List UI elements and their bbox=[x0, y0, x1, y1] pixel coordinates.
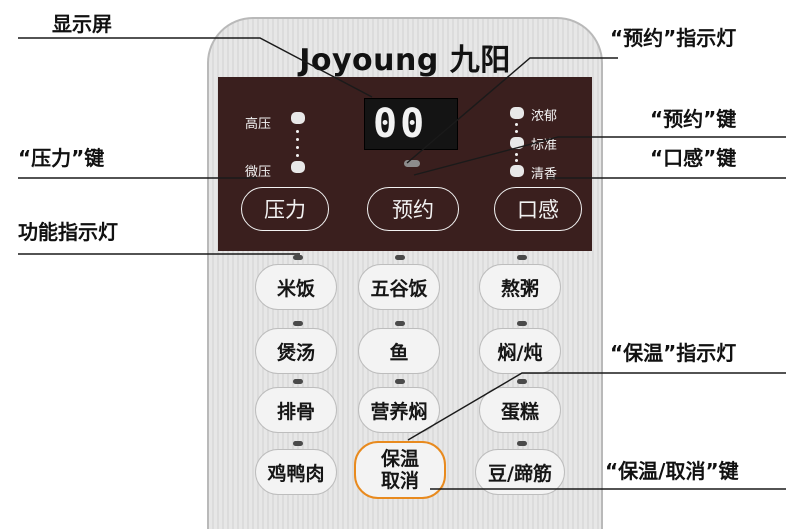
pressure-low-indicator bbox=[291, 161, 305, 173]
taste-button[interactable]: 口感 bbox=[494, 187, 582, 231]
function-button-beans-tendon[interactable]: 豆/蹄筋 bbox=[475, 449, 565, 495]
function-indicator bbox=[293, 379, 303, 384]
function-button-cake[interactable]: 蛋糕 bbox=[479, 387, 561, 433]
dark-control-area: 高压 微压 00 浓郁 标准 清香 压力 预约 口感 bbox=[218, 77, 592, 251]
cancel-label: 取消 bbox=[380, 470, 419, 492]
function-button-ribs[interactable]: 排骨 bbox=[255, 387, 337, 433]
function-indicator bbox=[517, 321, 527, 326]
control-panel: Joyoung 九阳 高压 微压 00 浓郁 标准 清香 压力 预约 口感 bbox=[207, 17, 603, 529]
brand-logo: Joyoung 九阳 bbox=[299, 43, 511, 78]
keep-warm-label: 保温 bbox=[380, 448, 419, 470]
function-indicator bbox=[395, 321, 405, 326]
function-indicator bbox=[293, 255, 303, 260]
callout-keep-cancel-key: “保温/取消”键 bbox=[605, 459, 739, 483]
function-button-poultry[interactable]: 鸡鸭肉 bbox=[255, 449, 337, 495]
callout-line-schedule-key bbox=[413, 136, 786, 176]
pressure-dot bbox=[296, 154, 299, 157]
schedule-indicator bbox=[404, 160, 420, 167]
callout-line-keep-indicator bbox=[407, 372, 786, 441]
function-indicator bbox=[517, 441, 527, 446]
digital-display: 00 bbox=[364, 98, 458, 150]
callout-display: 显示屏 bbox=[52, 12, 112, 36]
pressure-high-label: 高压 bbox=[245, 117, 272, 132]
pressure-low-label: 微压 bbox=[245, 165, 272, 180]
taste-dot bbox=[515, 130, 518, 133]
pressure-button[interactable]: 压力 bbox=[241, 187, 329, 231]
schedule-button[interactable]: 预约 bbox=[367, 187, 459, 231]
display-digits: 00 bbox=[373, 101, 428, 147]
taste-strong-indicator bbox=[510, 107, 524, 119]
taste-dot bbox=[515, 159, 518, 162]
taste-dot bbox=[515, 153, 518, 156]
function-indicator bbox=[517, 379, 527, 384]
function-button-soup[interactable]: 煲汤 bbox=[255, 328, 337, 374]
function-button-stew[interactable]: 焖/炖 bbox=[479, 328, 561, 374]
pressure-dot bbox=[296, 130, 299, 133]
taste-dot bbox=[515, 123, 518, 126]
pressure-dot bbox=[296, 138, 299, 141]
function-button-grain-rice[interactable]: 五谷饭 bbox=[358, 264, 440, 310]
function-indicator bbox=[517, 255, 527, 260]
pressure-dot bbox=[296, 146, 299, 149]
pressure-high-indicator bbox=[291, 112, 305, 124]
function-button-nutrition-braise[interactable]: 营养焖 bbox=[358, 387, 440, 433]
taste-light-indicator bbox=[510, 165, 524, 177]
function-indicator bbox=[395, 379, 405, 384]
callout-line-schedule-indicator bbox=[406, 57, 618, 164]
function-indicator bbox=[293, 321, 303, 326]
callout-function-indicator: 功能指示灯 bbox=[18, 220, 118, 244]
function-indicator bbox=[395, 255, 405, 260]
function-button-fish[interactable]: 鱼 bbox=[358, 328, 440, 374]
callout-taste-key: “口感”键 bbox=[650, 146, 737, 170]
callout-keep-indicator: “保温”指示灯 bbox=[610, 341, 737, 365]
callout-line-display bbox=[18, 37, 373, 98]
taste-strong-label: 浓郁 bbox=[531, 109, 558, 124]
function-button-porridge[interactable]: 熬粥 bbox=[479, 264, 561, 310]
function-button-rice[interactable]: 米饭 bbox=[255, 264, 337, 310]
callout-schedule-indicator: “预约”指示灯 bbox=[610, 26, 737, 50]
callout-schedule-key: “预约”键 bbox=[650, 107, 737, 131]
function-indicator bbox=[293, 441, 303, 446]
callout-pressure-key: “压力”键 bbox=[18, 146, 105, 170]
taste-standard-indicator bbox=[510, 137, 524, 149]
